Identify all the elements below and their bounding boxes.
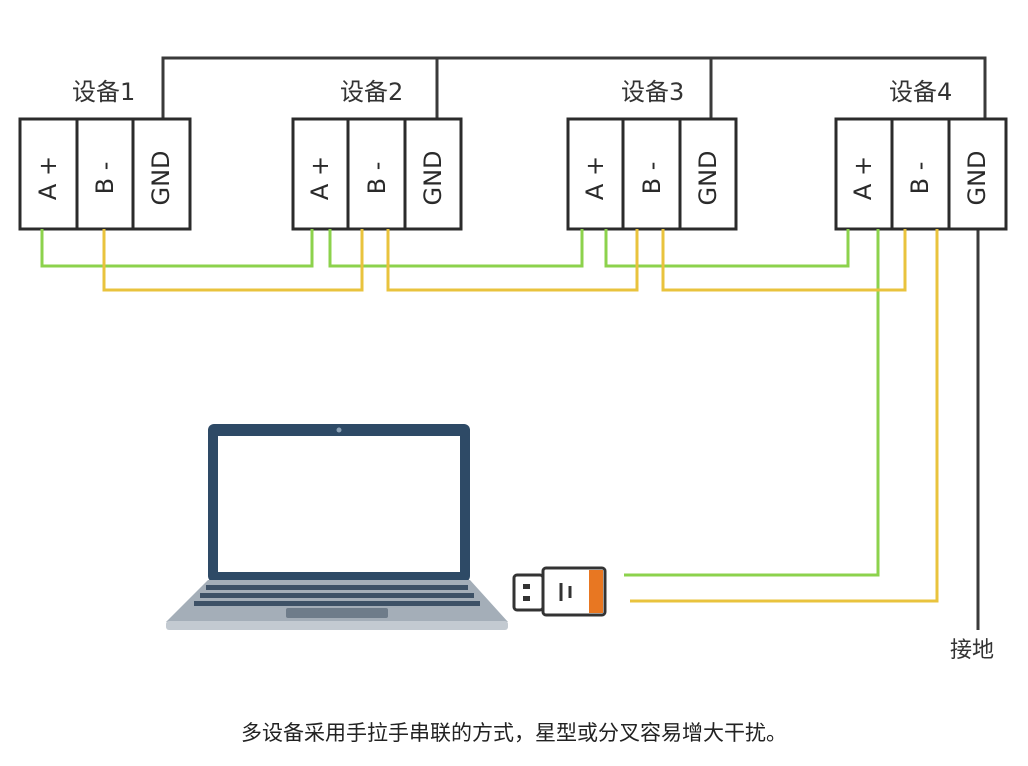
caption: 多设备采用手拉手串联的方式，星型或分叉容易增大干扰。 xyxy=(241,721,787,745)
gnd-bus-main xyxy=(161,56,987,119)
device-3-label: 设备3 xyxy=(621,78,684,106)
device-3-terminal-gnd: GND xyxy=(694,150,722,205)
device-4-terminal-gnd: GND xyxy=(963,150,991,205)
device-4-terminal-a: A + xyxy=(849,156,877,200)
device-2-terminal-block: A + B - GND xyxy=(291,117,463,231)
device-1-label: 设备1 xyxy=(72,78,135,106)
device-4-terminal-block: A + B - GND xyxy=(834,117,1008,231)
ground-label: 接地 xyxy=(950,638,994,663)
usb-adapter-icon xyxy=(512,566,607,617)
device-2-terminal-a: A + xyxy=(306,156,334,200)
wire-a-plus xyxy=(40,229,880,577)
device-1-terminal-block: A + B - GND xyxy=(18,117,192,231)
device-1-terminal-a: A + xyxy=(34,156,62,200)
device-1-terminal-b: B - xyxy=(91,162,119,195)
device-3-terminal-a: A + xyxy=(581,156,609,200)
device-4-label: 设备4 xyxy=(889,78,952,106)
device-2-terminal-b: B - xyxy=(363,162,391,195)
device-3-terminal-b: B - xyxy=(638,162,666,195)
device-1-terminal-gnd: GND xyxy=(147,150,175,205)
laptop-icon xyxy=(166,424,508,630)
gnd-bus xyxy=(161,56,987,630)
device-2-label: 设备2 xyxy=(340,78,403,106)
wire-b-minus xyxy=(102,229,939,603)
device-4-terminal-b: B - xyxy=(906,162,934,195)
device-3-terminal-block: A + B - GND xyxy=(566,117,738,231)
device-2-terminal-gnd: GND xyxy=(419,150,447,205)
